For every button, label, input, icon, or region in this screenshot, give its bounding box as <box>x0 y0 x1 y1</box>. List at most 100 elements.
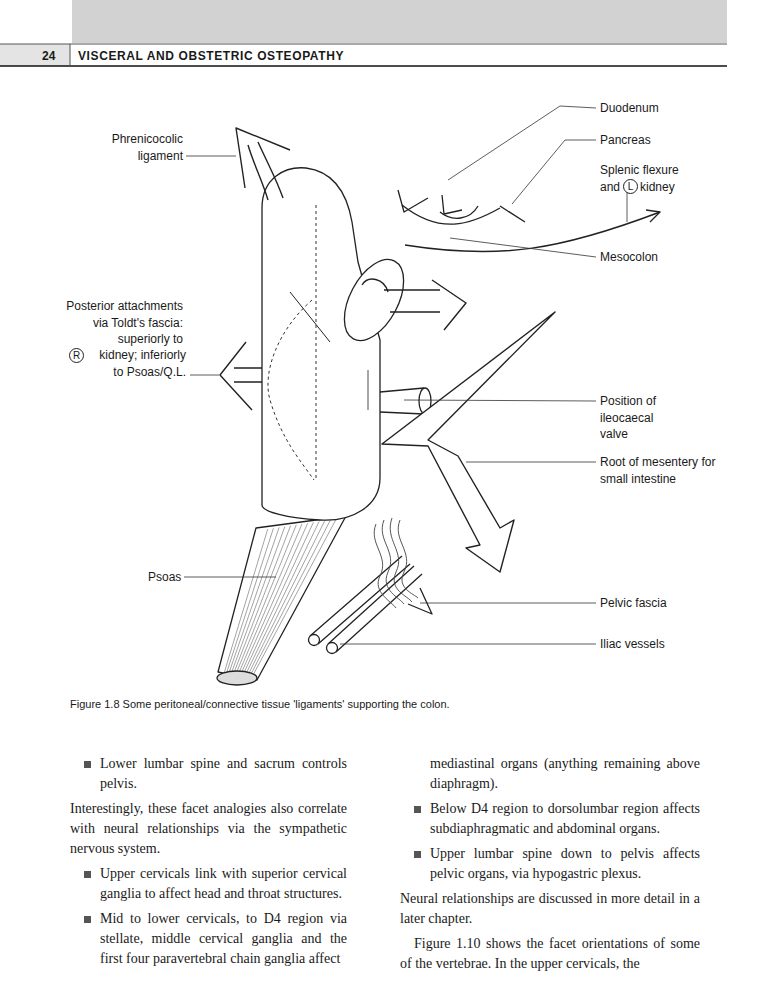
part-label: Phrenicocolic ligament <box>78 131 183 164</box>
drawing-stroke <box>402 205 500 224</box>
colon-illustration <box>217 128 660 685</box>
drawing-stroke <box>405 212 660 252</box>
part-label: Duodenum <box>600 100 720 117</box>
bullet-item: Below D4 region to dorsolumbar region af… <box>400 799 700 839</box>
part-label: Psoas <box>148 569 182 586</box>
drawing-stroke <box>450 238 596 257</box>
drawing-stroke <box>224 529 267 672</box>
drawing-stroke <box>332 250 416 350</box>
drawing-stroke <box>382 312 555 572</box>
drawing-stroke <box>340 644 596 645</box>
drawing-stroke <box>398 520 418 598</box>
running-head: VISCERAL AND OBSTETRIC OSTEOPATHY <box>78 48 478 65</box>
text-column: Lower lumbar spine and sacrum controls p… <box>70 754 347 974</box>
drawing-stroke <box>184 577 276 578</box>
drawing-stroke <box>231 527 285 674</box>
body-paragraph: Figure 1.10 shows the facet orientations… <box>400 934 700 974</box>
part-label: Posterior attachments via Toldt's fascia… <box>56 298 183 348</box>
page-number: 24 <box>42 48 68 65</box>
bullet-square <box>414 806 421 813</box>
drawing-stroke <box>390 518 412 602</box>
body-paragraph: Interestingly, these facet analogies als… <box>70 799 347 859</box>
drawing-stroke <box>327 643 338 654</box>
drawing-stroke <box>290 292 330 342</box>
drawing-stroke <box>316 205 317 480</box>
bullet-square <box>84 916 91 923</box>
drawing-stroke <box>408 588 432 614</box>
drawing-stroke <box>248 145 268 200</box>
drawing-stroke <box>262 168 380 520</box>
drawing-stroke <box>432 280 466 330</box>
drawing-stroke <box>374 518 418 608</box>
drawing-stroke <box>268 205 316 480</box>
drawing-stroke <box>243 522 314 676</box>
drawing-stroke <box>420 603 596 604</box>
bullet-square <box>84 871 91 878</box>
drawing-stroke <box>245 521 319 676</box>
bullet-item: Upper lumbar spine down to pelvis affect… <box>400 844 700 884</box>
drawing-stroke <box>466 462 596 463</box>
side-marker: R <box>69 348 84 363</box>
drawing-stroke <box>512 140 596 204</box>
part-label: Mesocolon <box>600 249 720 266</box>
bullet-square <box>414 851 421 858</box>
drawing-stroke <box>646 210 660 222</box>
drawing-stroke <box>240 523 307 675</box>
body-paragraph: mediastinal organs (anything remaining a… <box>400 754 700 794</box>
drawing-stroke <box>233 526 290 674</box>
part-label: kidney <box>640 179 700 196</box>
part-label: Position of ileocaecal valve <box>600 393 680 443</box>
drawing-stroke <box>627 192 628 222</box>
figure-caption: Figure 1.8 Some peritoneal/connective ti… <box>70 696 710 713</box>
drawing-stroke <box>70 44 71 66</box>
bullet-square <box>84 761 91 768</box>
bullet-item: Lower lumbar spine and sacrum controls p… <box>70 754 347 794</box>
bullet-item: Mid to lower cervicals, to D4 region via… <box>70 909 347 969</box>
drawing-stroke <box>186 156 236 157</box>
drawing-stroke <box>236 128 290 188</box>
drawing-stroke <box>258 142 283 198</box>
drawing-stroke <box>227 528 274 673</box>
drawing-stroke <box>309 635 320 646</box>
drawing-stroke <box>218 516 346 680</box>
bullet-item: Upper cervicals link with superior cervi… <box>70 864 347 904</box>
side-marker: L <box>623 179 638 194</box>
drawing-stroke <box>440 206 478 218</box>
drawing-stroke <box>268 300 314 480</box>
drawing-stroke <box>500 206 525 222</box>
drawing-stroke <box>384 290 440 312</box>
part-label: and <box>600 179 624 196</box>
drawing-stroke <box>0 44 70 66</box>
drawing-stroke <box>404 400 596 401</box>
drawing-stroke <box>249 520 330 677</box>
drawing-stroke <box>442 195 462 214</box>
part-label: Pancreas <box>600 132 720 149</box>
body-paragraph: Neural relationships are discussed in mo… <box>400 889 700 929</box>
drawing-stroke <box>0 44 727 45</box>
drawing-stroke <box>252 519 337 678</box>
drawing-stroke <box>234 368 262 382</box>
drawing-stroke <box>380 388 424 414</box>
drawing-stroke <box>382 520 404 604</box>
drawing-stroke <box>0 65 727 67</box>
part-label: Iliac vessels <box>600 636 720 653</box>
drawing-stroke <box>236 525 297 675</box>
part-label: kidney; inferiorly to Psoas/Q.L. <box>86 347 186 380</box>
drawing-stroke <box>238 524 302 675</box>
drawing-stroke <box>328 566 422 652</box>
drawing-stroke <box>220 342 252 410</box>
text-column: mediastinal organs (anything remaining a… <box>400 754 700 979</box>
leader-lines <box>184 106 627 644</box>
drawing-stroke <box>190 375 219 376</box>
drawing-stroke <box>374 524 396 608</box>
part-label: Pelvic fascia <box>600 595 720 612</box>
part-label: Root of mesentery for small intestine <box>600 454 720 487</box>
drawing-stroke <box>247 521 325 677</box>
drawing-stroke <box>398 190 428 212</box>
running-head <box>0 0 727 66</box>
part-label: Splenic flexure <box>600 162 720 179</box>
drawing-stroke <box>224 519 336 678</box>
drawing-stroke <box>217 671 257 685</box>
drawing-stroke <box>448 106 596 180</box>
drawing-stroke <box>72 0 727 43</box>
